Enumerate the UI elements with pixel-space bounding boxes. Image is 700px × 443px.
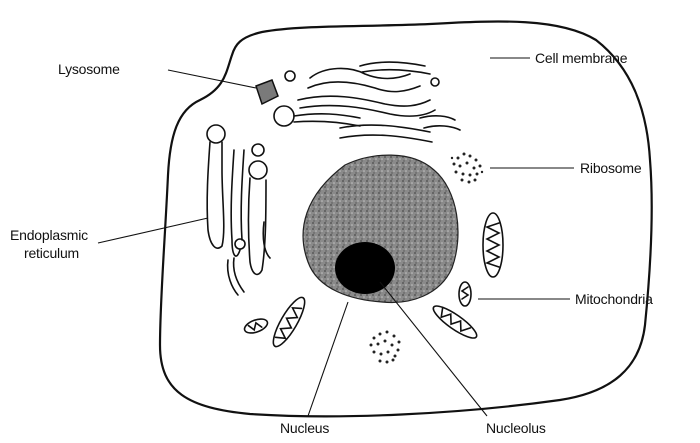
label-nucleolus: Nucleolus (486, 420, 546, 436)
label-endoplasmic: Endoplasmic (10, 227, 88, 243)
endoplasmic-reticulum (207, 125, 270, 295)
leader-nucleus (308, 302, 348, 416)
label-nucleus: Nucleus (280, 420, 329, 436)
leader-endoplasmic (98, 218, 208, 243)
leader-nucleolus (380, 282, 487, 416)
label-ribosome: Ribosome (580, 160, 642, 176)
label-lysosome: Lysosome (58, 61, 120, 77)
label-mitochondria: Mitochondria (575, 291, 653, 307)
lysosome (256, 80, 278, 104)
leader-lysosome (168, 70, 256, 88)
ribosome-cluster-lower (370, 331, 401, 364)
golgi-stacks (274, 62, 460, 142)
label-cell-membrane: Cell membrane (535, 50, 628, 66)
nucleolus (335, 242, 395, 294)
label-reticulum: reticulum (24, 245, 79, 261)
ribosome-cluster (451, 153, 483, 184)
